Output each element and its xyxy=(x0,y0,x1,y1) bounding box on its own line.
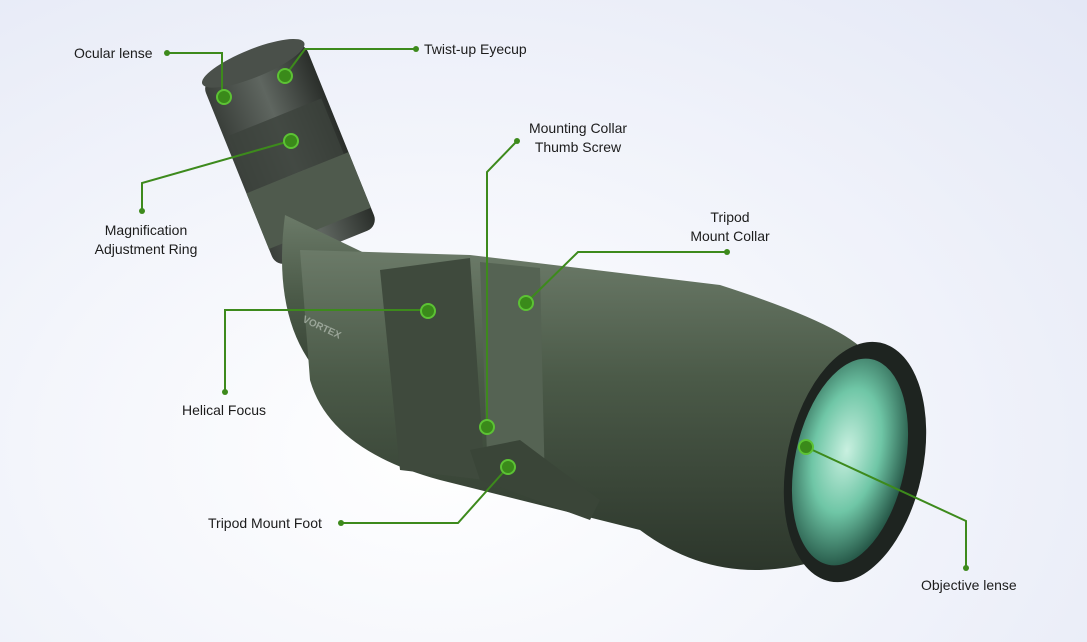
label-objective-lense: Objective lense xyxy=(921,577,1017,593)
leader-ocular-lense xyxy=(167,52,223,97)
leader-lines xyxy=(141,48,967,568)
label-magnification-adjustment-ring: Magnification Adjustment Ring xyxy=(86,221,206,259)
leader-twist-up-eyecup xyxy=(284,48,416,77)
label-tripod-mount-collar: Tripod Mount Collar xyxy=(670,208,790,246)
leader-tripod-mount-collar xyxy=(525,251,727,304)
label-helical-focus: Helical Focus xyxy=(182,402,267,418)
hotspot-markers xyxy=(216,68,814,475)
leader-tripod-mount-foot xyxy=(341,466,509,524)
leader-end-dots xyxy=(139,46,969,571)
scope-illustration: VORTEX xyxy=(201,38,927,583)
leader-mounting-collar xyxy=(486,140,518,425)
label-line: Thumb Screw xyxy=(534,139,622,155)
leader-helical-focus xyxy=(224,309,428,392)
label-line: Adjustment Ring xyxy=(94,241,198,257)
leader-magnification xyxy=(141,140,291,211)
label-line: Tripod xyxy=(710,209,750,225)
label-line: Mounting Collar xyxy=(528,120,628,136)
label-line: Magnification xyxy=(104,222,188,238)
label-twist-up-eyecup: Twist-up Eyecup xyxy=(424,41,527,57)
label-mounting-collar-thumb-screw: Mounting Collar Thumb Screw xyxy=(518,119,638,157)
leader-objective-lense xyxy=(805,446,967,568)
label-ocular-lense: Ocular lense xyxy=(74,45,153,61)
label-tripod-mount-foot: Tripod Mount Foot xyxy=(208,515,322,531)
label-line: Mount Collar xyxy=(690,228,770,244)
